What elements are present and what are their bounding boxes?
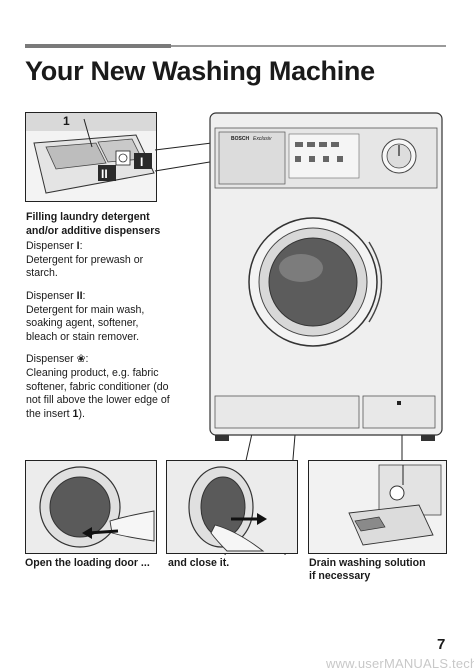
model-label: Exclusiv — [253, 136, 272, 142]
dispenser-3-insert-number: 1 — [72, 407, 79, 420]
dispenser-3-entry: Dispenser ❀: Cleaning product, e.g. fabr… — [26, 353, 171, 421]
dispenser-2-roman: II — [76, 289, 83, 302]
flower-icon: ❀ — [76, 353, 86, 366]
dispenser-heading: Filling laundry detergent and/or additiv… — [26, 211, 171, 238]
compartment-II-label: II — [101, 167, 108, 181]
close-door-illustration — [166, 460, 298, 554]
dispenser-heading-line1: Filling laundry detergent — [26, 211, 150, 223]
dispenser-1-roman: I — [76, 240, 80, 253]
compartment-I-label: I — [140, 155, 144, 169]
detergent-drawer-illustration: 1 II I — [25, 112, 157, 202]
brand-label: BOSCH — [231, 136, 250, 142]
caption-close-door: and close it. — [168, 557, 230, 569]
dispenser-1-colon: : — [79, 240, 83, 253]
dispenser-3-colon: : — [85, 353, 89, 366]
dispenser-2-label: Dispenser — [26, 289, 77, 302]
dispenser-1-text: Detergent for prewash or starch. — [26, 253, 144, 280]
dispenser-2-text: Detergent for main wash, soaking agent, … — [26, 303, 145, 343]
dispenser-3-text: Cleaning product, e.g. fabric softener, … — [26, 366, 170, 420]
page-title: Your New Washing Machine — [25, 56, 375, 86]
dispenser-3-label: Dispenser — [26, 353, 77, 366]
drawer-number-label: 1 — [63, 114, 70, 128]
dispenser-1-label: Dispenser — [26, 240, 77, 253]
dispenser-heading-line2: and/or additive dispensers — [26, 224, 161, 237]
dispenser-1-entry: Dispenser I: Detergent for prewash or st… — [26, 240, 171, 281]
page-number: 7 — [437, 636, 446, 653]
dispenser-2-colon: : — [82, 289, 86, 302]
caption-drain: Drain washing solution if necessary — [309, 557, 426, 583]
caption-drain-line1: Drain washing solution — [309, 557, 426, 569]
caption-drain-line2: if necessary — [309, 570, 371, 582]
drain-illustration — [308, 460, 447, 554]
dispenser-instructions: Filling laundry detergent and/or additiv… — [26, 211, 171, 430]
caption-open-door: Open the loading door ... — [25, 557, 150, 569]
dispenser-2-entry: Dispenser II: Detergent for main wash, s… — [26, 290, 171, 344]
header-rule-dark — [25, 44, 171, 48]
washing-machine-illustration: BOSCH Exclusiv — [209, 112, 445, 442]
dispenser-3-text-end: ). — [78, 407, 85, 420]
header-rule-light — [171, 45, 446, 47]
open-door-illustration — [25, 460, 157, 554]
watermark: www.userMANUALS.tech — [326, 656, 474, 671]
